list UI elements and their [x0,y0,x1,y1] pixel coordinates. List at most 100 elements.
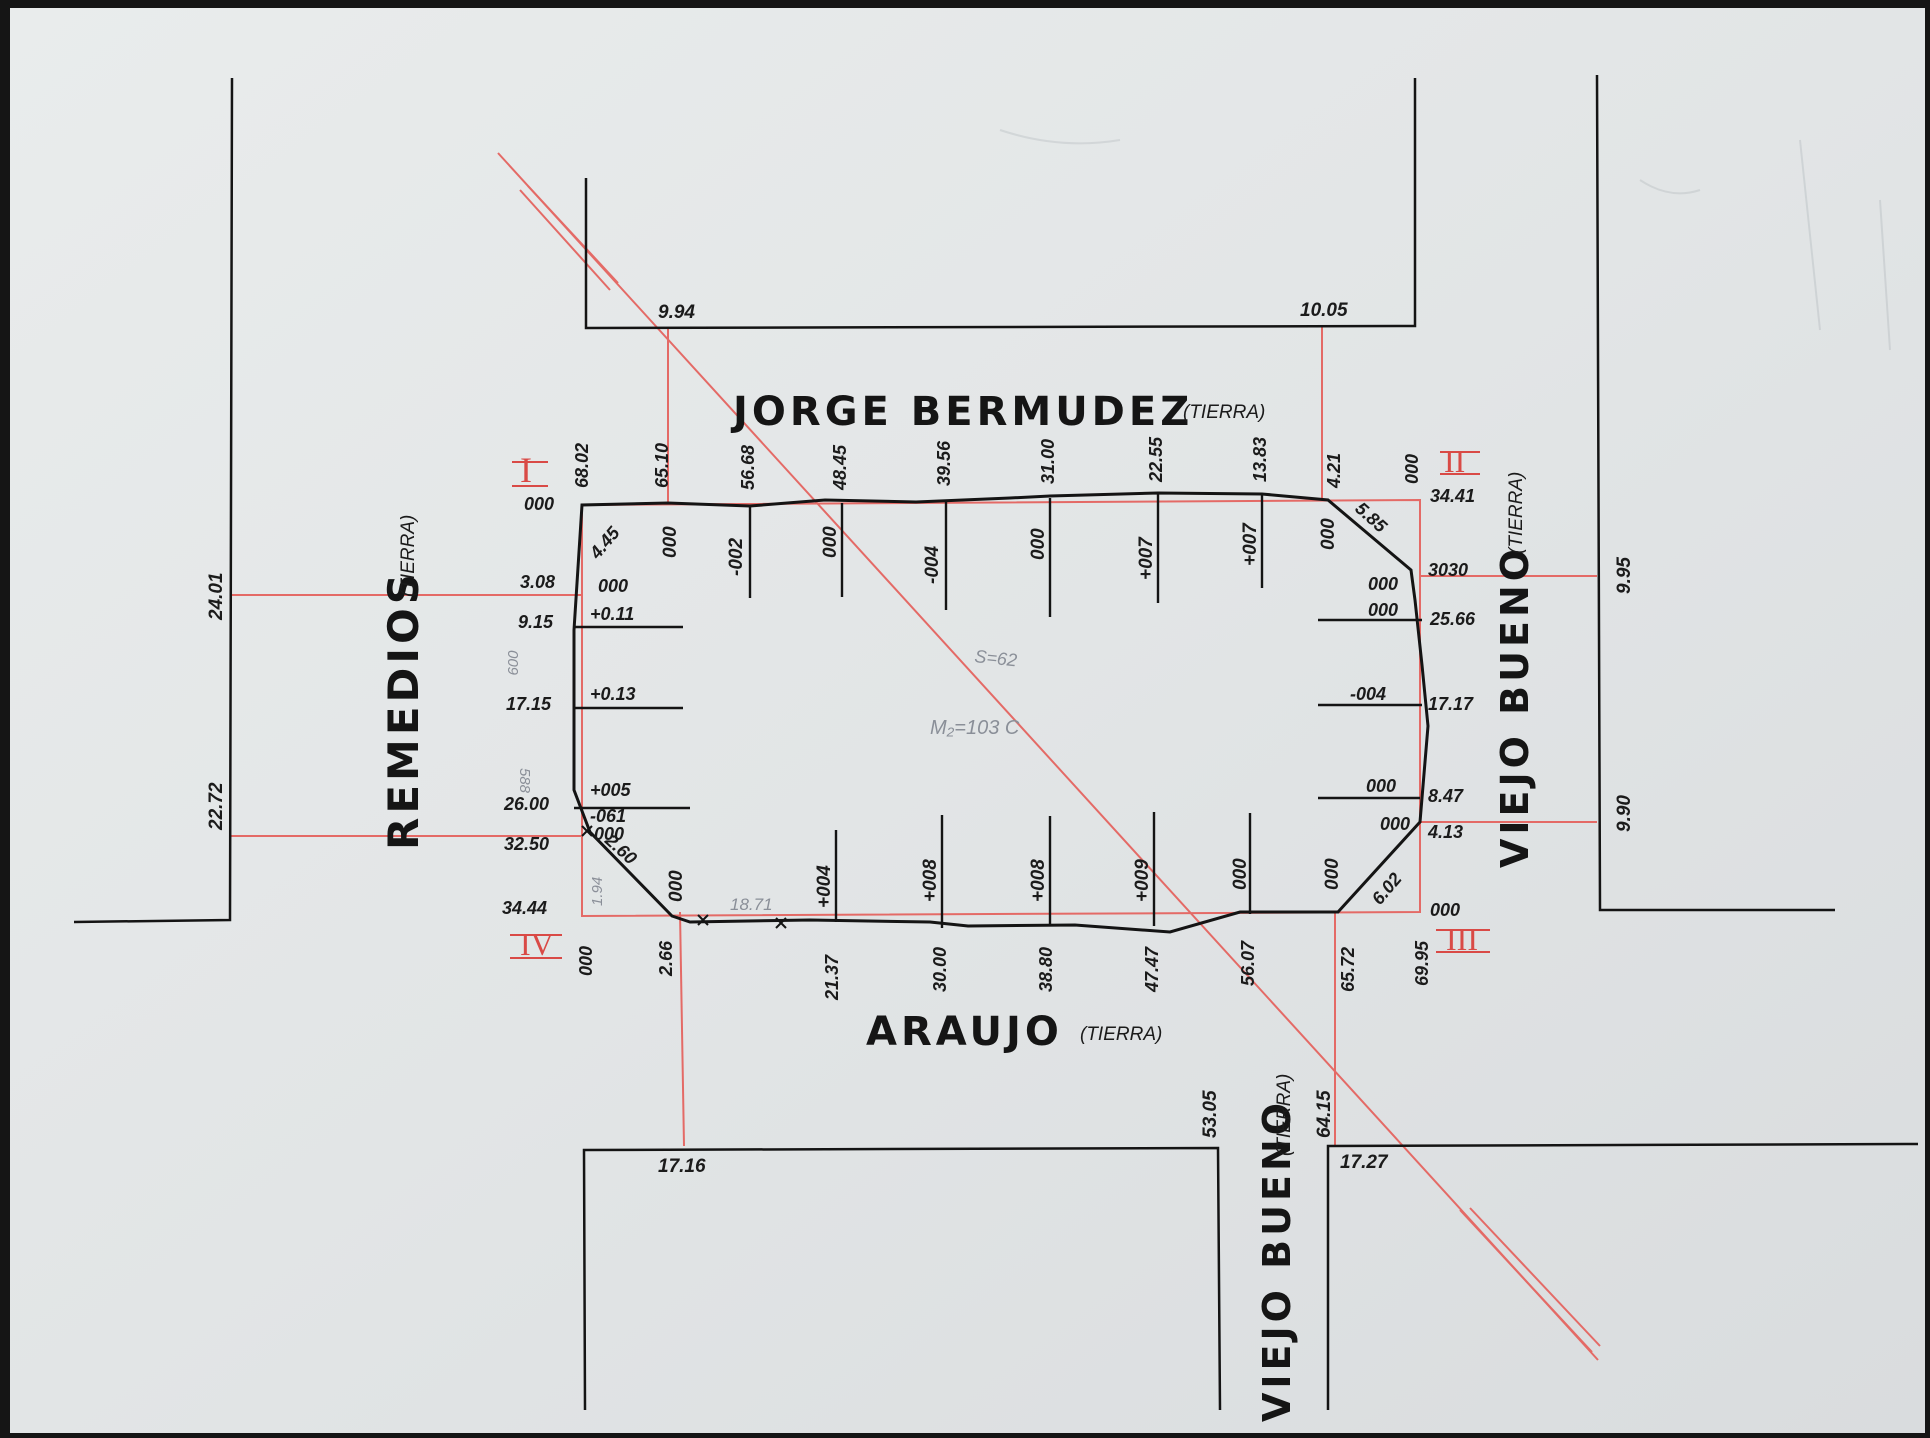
east-level: -004 [1350,684,1386,704]
east-station: 000 [1430,900,1460,920]
west-level: +0.13 [590,684,636,704]
south-level: 000 [1322,858,1343,890]
north-level: +007 [1240,522,1261,566]
north-station: 56.68 [738,445,758,490]
street-note-south: (TIERRA) [1080,1024,1162,1045]
street-name-southeast: VIEJO BUENO [1255,1099,1299,1422]
pencil-marks [999,129,1891,351]
south-station: 69.95 [1412,940,1432,986]
main-block-outline [572,491,1430,934]
street-name-east: VIEJO BUENO [1493,545,1537,868]
north-station: 22.55 [1146,436,1166,483]
paper-background [10,8,1925,1433]
width-west-bottom: 22.72 [206,782,227,831]
east-station: 3030 [1428,560,1468,580]
north-station: 31.00 [1038,439,1058,484]
south-level: +008 [1028,859,1049,902]
station-marks [581,825,787,929]
street-width-labels: 9.94 10.05 24.01 22.72 9.95 9.90 17.16 1… [206,300,1635,1177]
east-station: 25.66 [1429,609,1476,629]
east-station-labels: 34.41 3030 25.66 17.17 8.47 4.13 000 [1427,486,1476,920]
north-level: 000 [1028,528,1049,560]
width-east-bottom: 9.90 [1614,795,1635,832]
west-station: 000 [524,494,554,514]
east-station: 34.41 [1430,486,1475,506]
level-ticks [574,494,1422,928]
width-north-right: 10.05 [1300,300,1348,321]
corner-label-i: I [520,450,532,490]
east-level: 000 [1366,776,1396,796]
south-station: 65.72 [1338,947,1358,992]
west-level-labels: 000 +0.11 +0.13 +005 -061 000 [590,576,636,844]
west-station: 3.08 [520,572,555,592]
north-station: 39.56 [934,440,954,486]
south-station: 38.80 [1036,947,1056,992]
west-station: 32.50 [504,834,549,854]
adjacent-blocks [73,74,1919,1411]
south-station: 47.47 [1142,946,1162,993]
east-level-labels: 000 000 -004 000 000 [1350,574,1410,834]
width-north-left: 9.94 [658,302,695,323]
street-name-south: ARAUJO [866,1009,1063,1055]
south-level: +008 [920,859,941,902]
north-level: 000 [820,526,841,558]
west-level: -061 [590,806,626,826]
width-south-left: 17.16 [658,1156,706,1177]
width-south-a: 53.05 [1200,1090,1221,1138]
west-station-labels: 000 3.08 9.15 17.15 26.00 32.50 34.44 [502,494,555,918]
corner-label-iv: IV [520,926,554,962]
corner-labels: I II III IV [510,443,1490,962]
chamfer-sw-small: 1.94 [589,877,606,906]
north-level: -004 [922,546,943,584]
north-station: 000 [1402,454,1422,484]
east-level: 000 [1368,600,1398,620]
east-station: 17.17 [1428,694,1474,714]
north-level: -002 [726,538,747,576]
width-east-top: 9.95 [1614,557,1635,594]
annotation-faint-a: 588 [516,768,533,794]
south-station-labels: 000 2.66 21.37 30.00 38.80 47.47 56.07 6… [576,940,1432,1001]
north-station: 13.83 [1250,437,1270,482]
east-station: 4.13 [1427,822,1463,842]
north-station: 4.21 [1324,453,1344,489]
south-level: 000 [666,870,687,902]
south-station: 56.07 [1238,940,1258,986]
north-station: 48.45 [830,444,850,491]
north-station: 65.10 [652,443,672,488]
street-note-north: (TIERRA) [1183,402,1265,423]
street-note-southeast: (TIERRA) [1274,1074,1295,1156]
north-level: +007 [1136,536,1157,580]
annotation-m: M₂=103 C [930,717,1020,739]
south-station: 000 [576,946,596,976]
west-level: +0.11 [590,604,634,624]
north-station: 68.02 [572,443,592,488]
street-note-west: (TIERRA) [398,515,419,597]
street-note-east: (TIERRA) [1506,472,1527,554]
west-station: 9.15 [518,612,554,632]
annotation-s: S=62 [974,646,1018,670]
south-level: +009 [1132,859,1153,902]
north-level: 000 [1318,518,1339,550]
east-level: 000 [1368,574,1398,594]
east-level: 000 [1380,814,1410,834]
south-station: 21.37 [822,954,842,1001]
west-level: 000 [594,824,624,844]
north-level-labels: 000 -002 000 -004 000 +007 +007 000 [660,518,1339,584]
west-level: +005 [590,780,632,800]
south-level: 000 [1230,858,1251,890]
north-level: 000 [660,526,681,558]
south-station: 30.00 [930,947,950,992]
south-level: +004 [814,865,835,908]
width-west-top: 24.01 [206,572,227,621]
west-station: 17.15 [506,694,552,714]
annotation-faint-b: 009 [504,650,521,676]
width-south-b: 64.15 [1314,1090,1335,1138]
street-name-west: REMEDIOS [379,570,428,850]
west-station: 34.44 [502,898,547,918]
south-station: 2.66 [656,940,676,977]
north-station-labels: 68.02 65.10 56.68 48.45 39.56 31.00 22.5… [572,436,1422,491]
west-station: 26.00 [503,794,549,814]
west-level: 000 [598,576,628,596]
